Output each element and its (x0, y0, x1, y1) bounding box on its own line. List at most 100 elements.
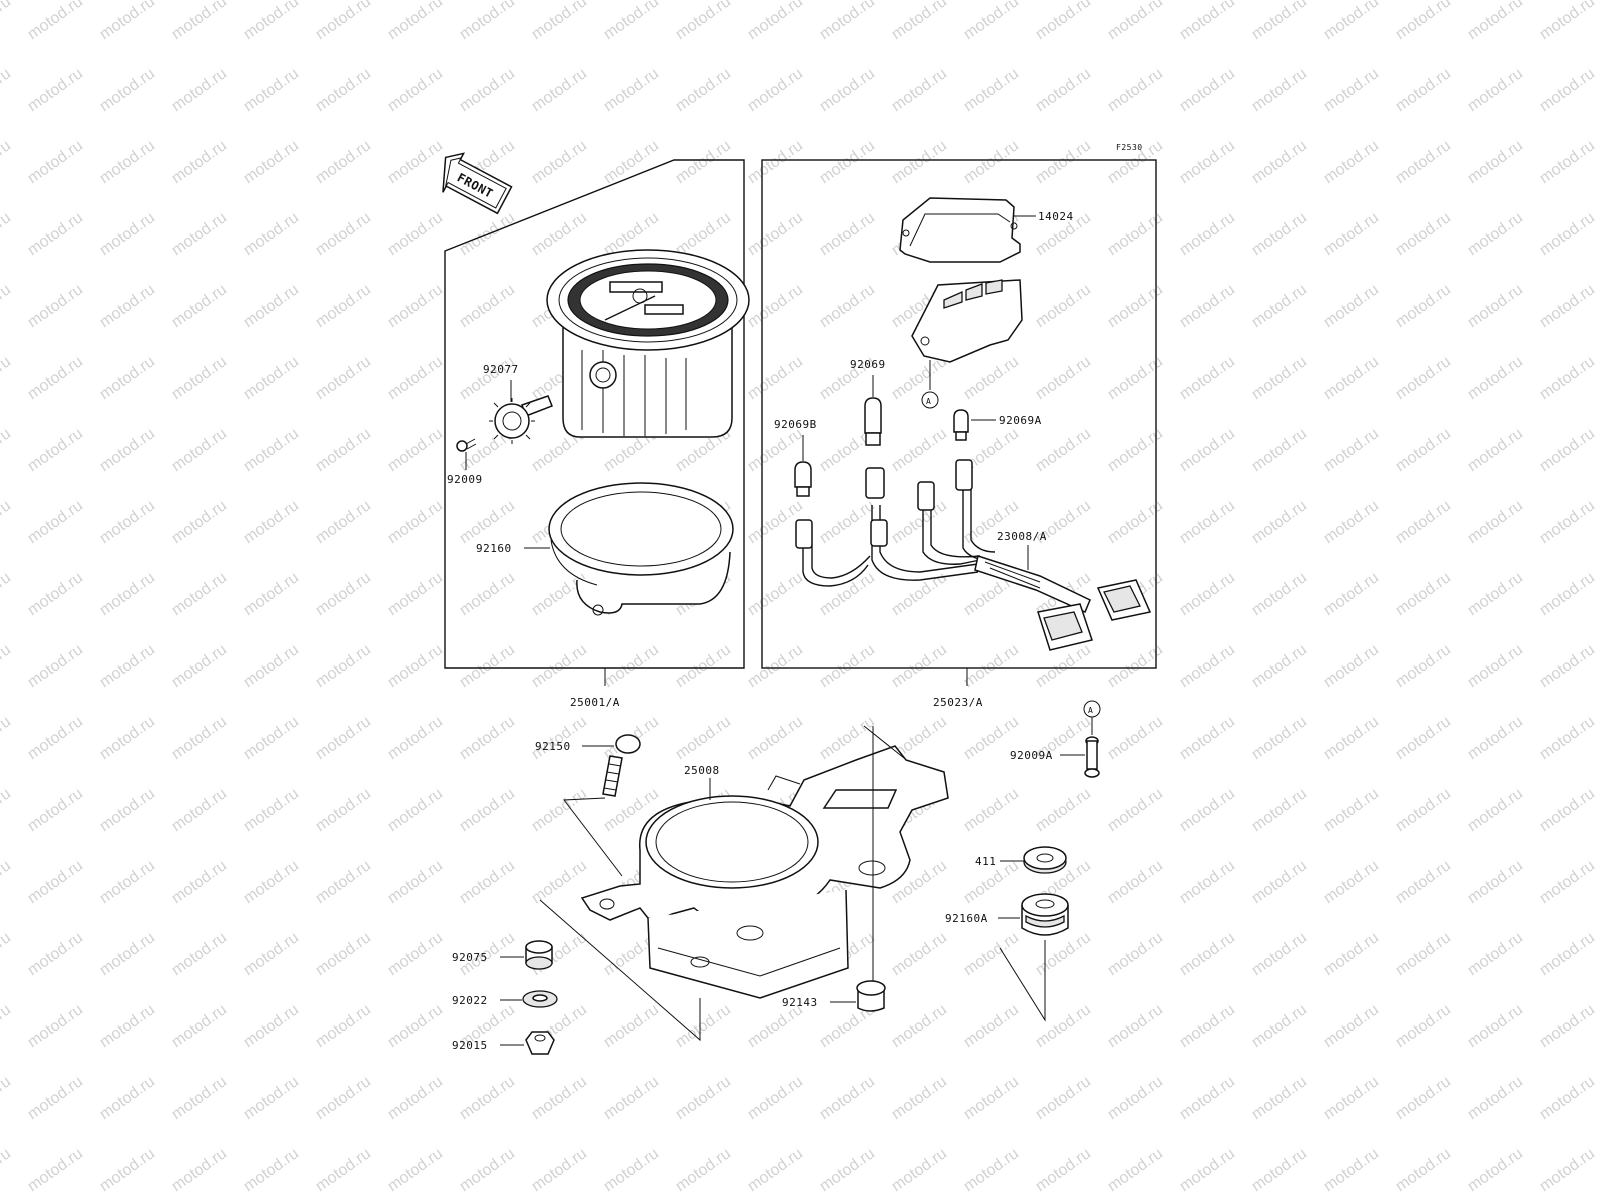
watermark-text: motod.ru (0, 713, 14, 763)
watermark-text: motod.ru (601, 0, 662, 43)
watermark-text: motod.ru (97, 425, 158, 475)
watermark-text: motod.ru (25, 713, 86, 763)
watermark-text: motod.ru (169, 281, 230, 331)
watermark-text: motod.ru (889, 641, 950, 691)
watermark-text: motod.ru (169, 1001, 230, 1051)
watermark-text: motod.ru (1249, 857, 1310, 907)
watermark-text: motod.ru (313, 497, 374, 547)
watermark-text: motod.ru (1105, 857, 1166, 907)
watermark-text: motod.ru (1177, 281, 1238, 331)
watermark-text: motod.ru (673, 713, 734, 763)
watermark-text: motod.ru (385, 65, 446, 115)
watermark-text: motod.ru (889, 1001, 950, 1051)
indicator-housing-icon (911, 279, 1023, 363)
bolt-92009a-icon (1084, 736, 1100, 778)
watermark-text: motod.ru (601, 641, 662, 691)
watermark-text: motod.ru (1537, 281, 1598, 331)
watermark-text: motod.ru (1393, 785, 1454, 835)
watermark-text: motod.ru (385, 1073, 446, 1123)
part-label-25001a: 25001/A (570, 696, 620, 709)
watermark-text: motod.ru (25, 137, 86, 187)
watermark-text: motod.ru (961, 641, 1022, 691)
watermark-text: motod.ru (961, 785, 1022, 835)
watermark-text: motod.ru (97, 137, 158, 187)
watermark-text: motod.ru (1393, 569, 1454, 619)
watermark-text: motod.ru (241, 0, 302, 43)
watermark-text: motod.ru (385, 209, 446, 259)
watermark-text: motod.ru (817, 1073, 878, 1123)
watermark-text: motod.ru (0, 569, 14, 619)
watermark-text: motod.ru (457, 353, 518, 403)
watermark-text: motod.ru (673, 1001, 734, 1051)
watermark-text: motod.ru (1105, 497, 1166, 547)
watermark-text: motod.ru (1249, 1073, 1310, 1123)
watermark-text: motod.ru (1105, 65, 1166, 115)
watermark-text: motod.ru (673, 0, 734, 43)
watermark-text: motod.ru (889, 65, 950, 115)
watermark-text: motod.ru (457, 641, 518, 691)
watermark-text: motod.ru (1177, 209, 1238, 259)
watermark-text: motod.ru (1537, 641, 1598, 691)
part-label-92009a: 92009A (1010, 749, 1053, 762)
watermark-text: motod.ru (1249, 785, 1310, 835)
watermark-text: motod.ru (529, 713, 590, 763)
watermark-text: motod.ru (1321, 641, 1382, 691)
watermark-text: motod.ru (385, 569, 446, 619)
watermark-text: motod.ru (241, 1073, 302, 1123)
watermark-text: motod.ru (385, 929, 446, 979)
watermark-text: motod.ru (241, 569, 302, 619)
washer-92022-icon (522, 990, 558, 1008)
watermark-text: motod.ru (0, 137, 14, 187)
watermark-text: motod.ru (385, 785, 446, 835)
watermark-text: motod.ru (745, 209, 806, 259)
watermark-text: motod.ru (1465, 281, 1526, 331)
watermark-text: motod.ru (97, 281, 158, 331)
leader-bracket-top (863, 725, 905, 759)
part-label-92077: 92077 (483, 363, 519, 376)
watermark-text: motod.ru (1537, 785, 1598, 835)
watermark-text: motod.ru (241, 353, 302, 403)
watermark-text: motod.ru (1465, 1145, 1526, 1195)
washer-411-icon (1023, 846, 1067, 874)
watermark-text: motod.ru (1177, 425, 1238, 475)
watermark-text: motod.ru (889, 1145, 950, 1195)
watermark-text: motod.ru (529, 0, 590, 43)
watermark-text: motod.ru (1177, 137, 1238, 187)
watermark-text: motod.ru (241, 641, 302, 691)
watermark-text: motod.ru (1321, 1145, 1382, 1195)
watermark-text: motod.ru (25, 425, 86, 475)
watermark-text: motod.ru (457, 1073, 518, 1123)
watermark-text: motod.ru (1465, 0, 1526, 43)
watermark-text: motod.ru (961, 137, 1022, 187)
watermark-text: motod.ru (1393, 713, 1454, 763)
watermark-text: motod.ru (529, 137, 590, 187)
collar-92143-icon (856, 980, 886, 1012)
watermark-text: motod.ru (169, 137, 230, 187)
watermark-text: motod.ru (169, 713, 230, 763)
watermark-text: motod.ru (673, 1073, 734, 1123)
watermark-text: motod.ru (1537, 713, 1598, 763)
watermark-text: motod.ru (169, 65, 230, 115)
watermark-text: motod.ru (1321, 281, 1382, 331)
watermark-text: motod.ru (1249, 425, 1310, 475)
watermark-text: motod.ru (1537, 65, 1598, 115)
watermark-text: motod.ru (241, 1001, 302, 1051)
part-label-25023a: 25023/A (933, 696, 983, 709)
watermark-text: motod.ru (1465, 137, 1526, 187)
leader-bracket-nut (539, 899, 701, 1042)
watermark-text: motod.ru (1177, 497, 1238, 547)
watermark-text: motod.ru (457, 785, 518, 835)
part-label-92143: 92143 (782, 996, 818, 1009)
watermark-text: motod.ru (1465, 209, 1526, 259)
watermark-text: motod.ru (673, 65, 734, 115)
watermark-text: motod.ru (241, 209, 302, 259)
watermark-text: motod.ru (241, 857, 302, 907)
part-label-25008: 25008 (684, 764, 720, 777)
watermark-text: motod.ru (313, 785, 374, 835)
watermark-text: motod.ru (457, 281, 518, 331)
watermark-text: motod.ru (889, 1073, 950, 1123)
part-label-92069b: 92069B (774, 418, 817, 431)
watermark-text: motod.ru (1321, 1001, 1382, 1051)
watermark-text: motod.ru (745, 1145, 806, 1195)
watermark-text: motod.ru (601, 1073, 662, 1123)
